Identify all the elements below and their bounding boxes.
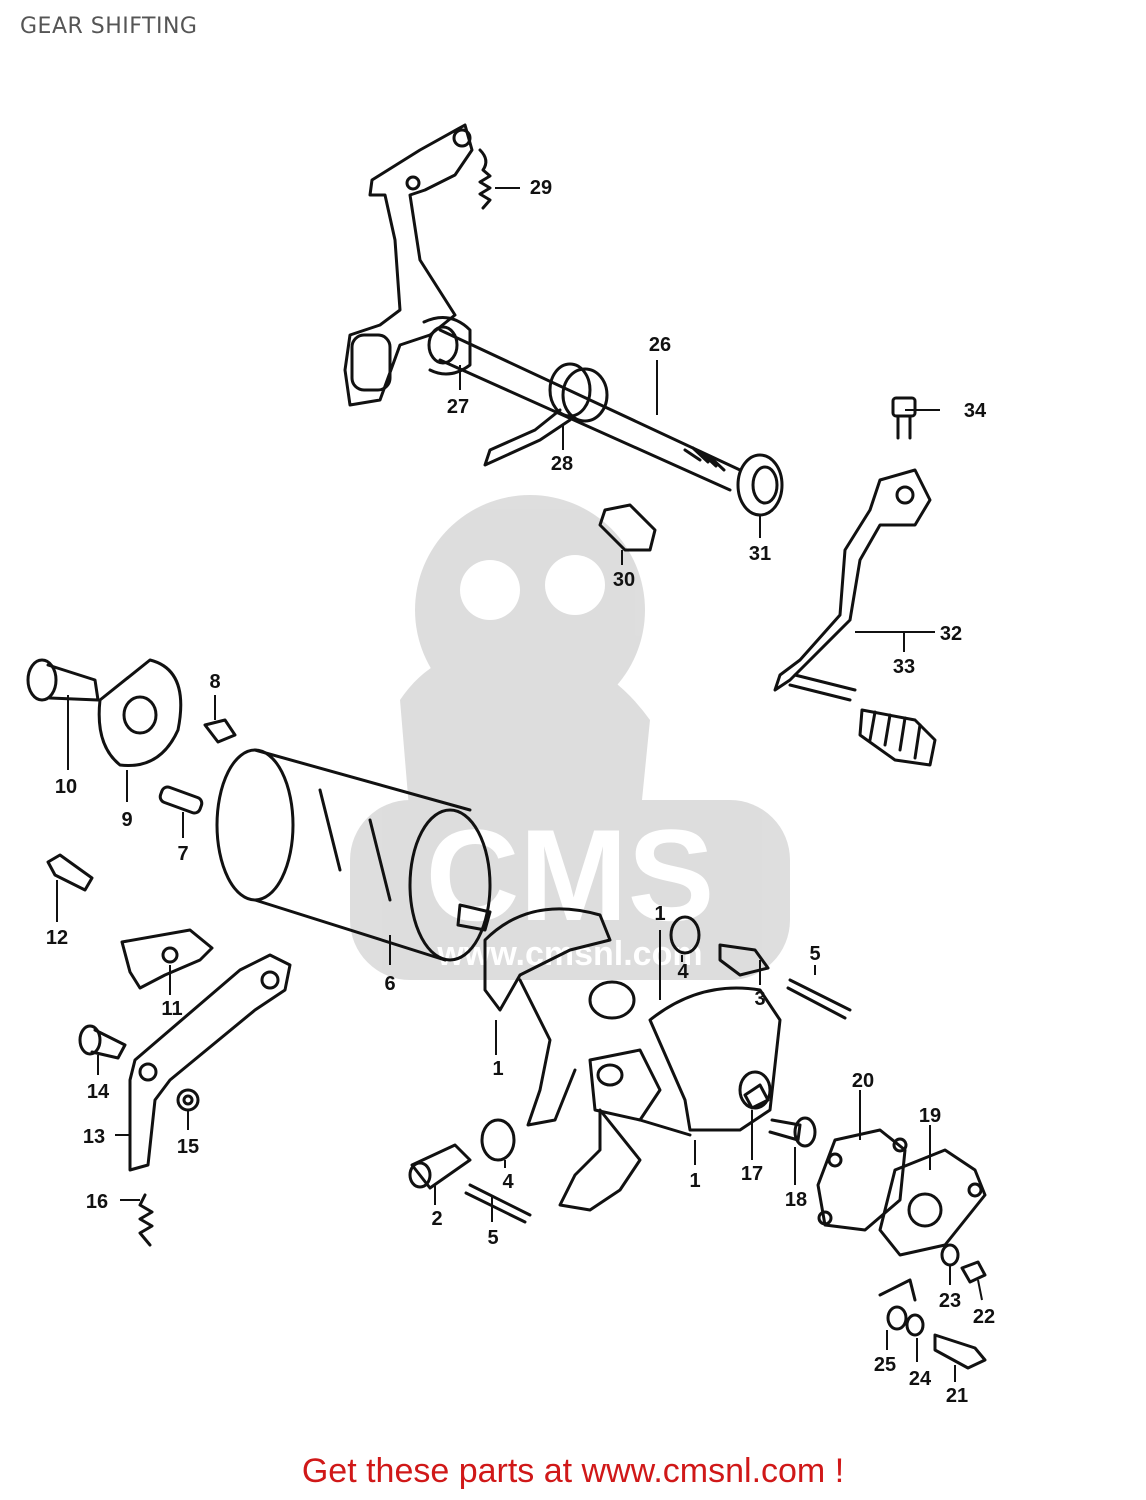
callout-5b: 5 xyxy=(487,1227,498,1249)
callout-26: 26 xyxy=(649,334,671,356)
watermark: CMS www.cmsnl.com xyxy=(350,495,790,980)
callout-30: 30 xyxy=(613,569,635,591)
shift-arm-part xyxy=(343,123,474,407)
pin-2 xyxy=(408,1143,472,1190)
callout-1a: 1 xyxy=(492,1058,503,1080)
plate-11 xyxy=(120,928,214,990)
bolt-17 xyxy=(743,1083,770,1110)
callout-4b: 4 xyxy=(502,1171,514,1193)
callout-18: 18 xyxy=(785,1189,807,1211)
leader-lines xyxy=(56,187,983,1382)
washer-15 xyxy=(176,1088,200,1112)
shift-shaft-part xyxy=(422,316,742,492)
shift-cam-6 xyxy=(215,748,492,962)
shift-fork-1c xyxy=(558,1108,692,1212)
screw-12 xyxy=(46,853,94,892)
bolt-21 xyxy=(933,1333,987,1370)
promo-footer[interactable]: Get these parts at www.cmsnl.com ! xyxy=(301,1452,845,1490)
callout-19: 19 xyxy=(919,1105,941,1127)
callout-24: 24 xyxy=(909,1368,932,1390)
callout-1b: 1 xyxy=(689,1170,700,1192)
stopper-30 xyxy=(598,503,657,552)
washer-25 xyxy=(886,1305,908,1331)
callout-labels: 1 1 1 2 3 4 4 5 5 6 7 8 9 10 11 12 13 14… xyxy=(46,177,995,1407)
callout-14: 14 xyxy=(87,1081,110,1103)
shift-pedal-32 xyxy=(773,468,932,702)
callout-22: 22 xyxy=(973,1306,995,1328)
callout-15: 15 xyxy=(177,1136,199,1158)
washer-23 xyxy=(940,1243,960,1267)
callout-10: 10 xyxy=(55,776,77,798)
callout-1c: 1 xyxy=(654,903,665,925)
cover-19 xyxy=(878,1148,987,1257)
roller-4a xyxy=(480,1118,516,1162)
shift-fork-28 xyxy=(483,362,609,467)
callout-31: 31 xyxy=(749,543,771,565)
callout-32: 32 xyxy=(940,623,962,645)
pin-8 xyxy=(203,718,237,744)
callout-27: 27 xyxy=(447,396,469,418)
spring-16 xyxy=(138,1193,154,1247)
guide-pin-5b xyxy=(464,1183,532,1224)
bolt-10 xyxy=(26,658,100,702)
callout-8: 8 xyxy=(209,671,220,693)
callout-13: 13 xyxy=(83,1126,105,1148)
callout-34: 34 xyxy=(964,400,987,422)
stopper-arm-13 xyxy=(128,953,292,1172)
callout-4a: 4 xyxy=(677,961,689,983)
callout-20: 20 xyxy=(852,1070,874,1092)
callout-6: 6 xyxy=(384,973,395,995)
oil-seal-31 xyxy=(736,453,784,517)
bolt-18 xyxy=(768,1116,817,1148)
callout-33: 33 xyxy=(893,656,915,678)
callout-23: 23 xyxy=(939,1290,961,1312)
callout-29: 29 xyxy=(530,177,552,199)
mascot-wink-icon xyxy=(400,495,650,820)
callout-17: 17 xyxy=(741,1163,763,1185)
cover-connector xyxy=(878,1278,917,1302)
pin-3 xyxy=(718,943,770,977)
spring-29 xyxy=(478,148,492,210)
callout-12: 12 xyxy=(46,927,68,949)
callout-11: 11 xyxy=(161,998,182,1020)
roller-4b xyxy=(669,915,701,955)
callout-2: 2 xyxy=(431,1208,442,1230)
bolt-14 xyxy=(78,1024,127,1060)
callout-3: 3 xyxy=(754,988,765,1010)
pedal-rubber-33 xyxy=(858,708,937,767)
pin-7 xyxy=(158,785,204,815)
watermark-url: www.cmsnl.com xyxy=(436,935,702,973)
shift-fork-1b xyxy=(588,986,782,1132)
callout-25: 25 xyxy=(874,1354,896,1376)
callout-5a: 5 xyxy=(809,943,820,965)
washer-24 xyxy=(905,1313,925,1337)
guide-pin-5a xyxy=(786,978,852,1020)
bolt-22 xyxy=(960,1260,987,1284)
callout-21: 21 xyxy=(946,1385,968,1407)
callout-28: 28 xyxy=(551,453,573,475)
bolt-34 xyxy=(891,396,917,440)
shift-fork-1a xyxy=(483,907,636,1127)
callout-9: 9 xyxy=(121,809,132,831)
page-title: GEAR SHIFTING xyxy=(20,14,198,39)
callout-7: 7 xyxy=(177,843,188,865)
callout-16: 16 xyxy=(86,1191,108,1213)
plate-9 xyxy=(97,658,183,768)
